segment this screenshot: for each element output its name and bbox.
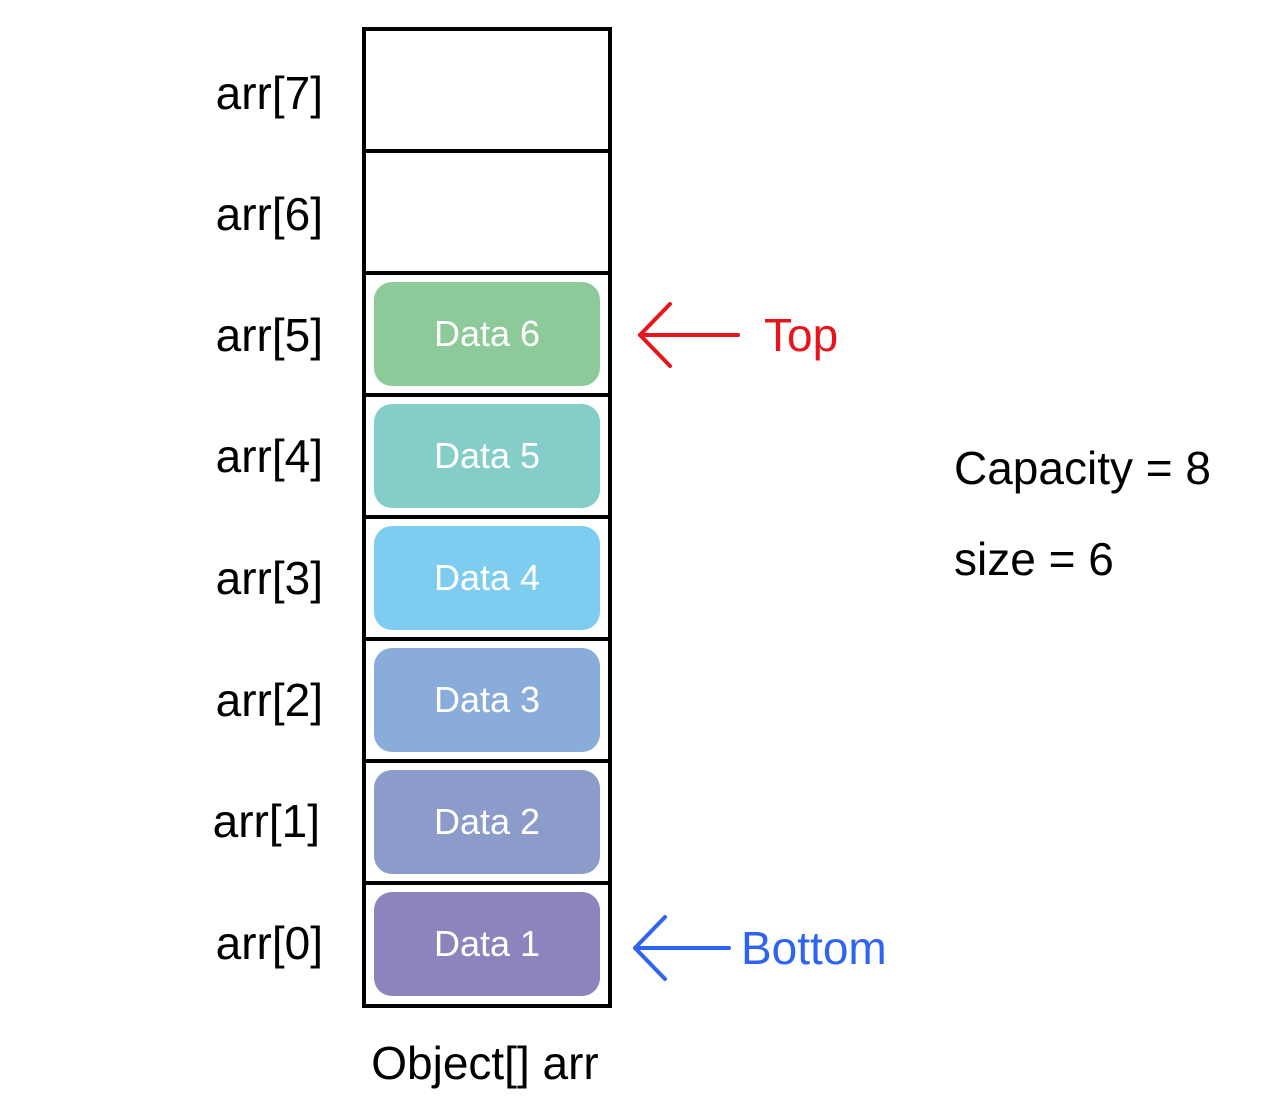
left-arrow-icon: [638, 302, 740, 368]
index-label-1: arr[1]: [212, 795, 320, 847]
index-label-0: arr[0]: [215, 917, 323, 969]
slot-divider: [366, 393, 608, 397]
array-frame: Data 6 Data 5 Data 4 Data 3 Data 2 Data …: [362, 27, 612, 1008]
bottom-pointer: Bottom: [629, 913, 887, 983]
capacity-text: Capacity = 8: [954, 442, 1211, 494]
slot-divider: [366, 149, 608, 153]
slot-divider: [366, 515, 608, 519]
index-label-5: arr[5]: [215, 309, 323, 361]
slot-1: Data 2: [366, 763, 608, 881]
index-label-3: arr[3]: [215, 552, 323, 604]
slot-4: Data 5: [366, 397, 608, 515]
slot-3: Data 4: [366, 519, 608, 637]
data-block-3: Data 3: [374, 648, 600, 752]
slot-0: Data 1: [366, 885, 608, 1003]
slot-divider: [366, 271, 608, 275]
data-block-2: Data 2: [374, 770, 600, 874]
top-label: Top: [764, 309, 839, 361]
index-label-4: arr[4]: [215, 430, 323, 482]
left-arrow-icon: [633, 915, 731, 981]
data-block-6: Data 6: [374, 282, 600, 386]
slot-divider: [366, 759, 608, 763]
data-block-1: Data 1: [374, 892, 600, 996]
array-caption: Object[] arr: [371, 1037, 599, 1089]
slot-divider: [366, 881, 608, 885]
slot-7: [366, 31, 608, 149]
slot-divider: [366, 637, 608, 641]
data-block-4: Data 4: [374, 526, 600, 630]
slot-6: [366, 153, 608, 271]
index-label-2: arr[2]: [215, 674, 323, 726]
index-label-7: arr[7]: [215, 67, 323, 119]
slot-2: Data 3: [366, 641, 608, 759]
size-text: size = 6: [954, 533, 1114, 585]
data-block-5: Data 5: [374, 404, 600, 508]
index-label-6: arr[6]: [215, 188, 323, 240]
top-pointer: Top: [634, 300, 838, 370]
bottom-label: Bottom: [741, 922, 887, 974]
slot-5: Data 6: [366, 275, 608, 393]
